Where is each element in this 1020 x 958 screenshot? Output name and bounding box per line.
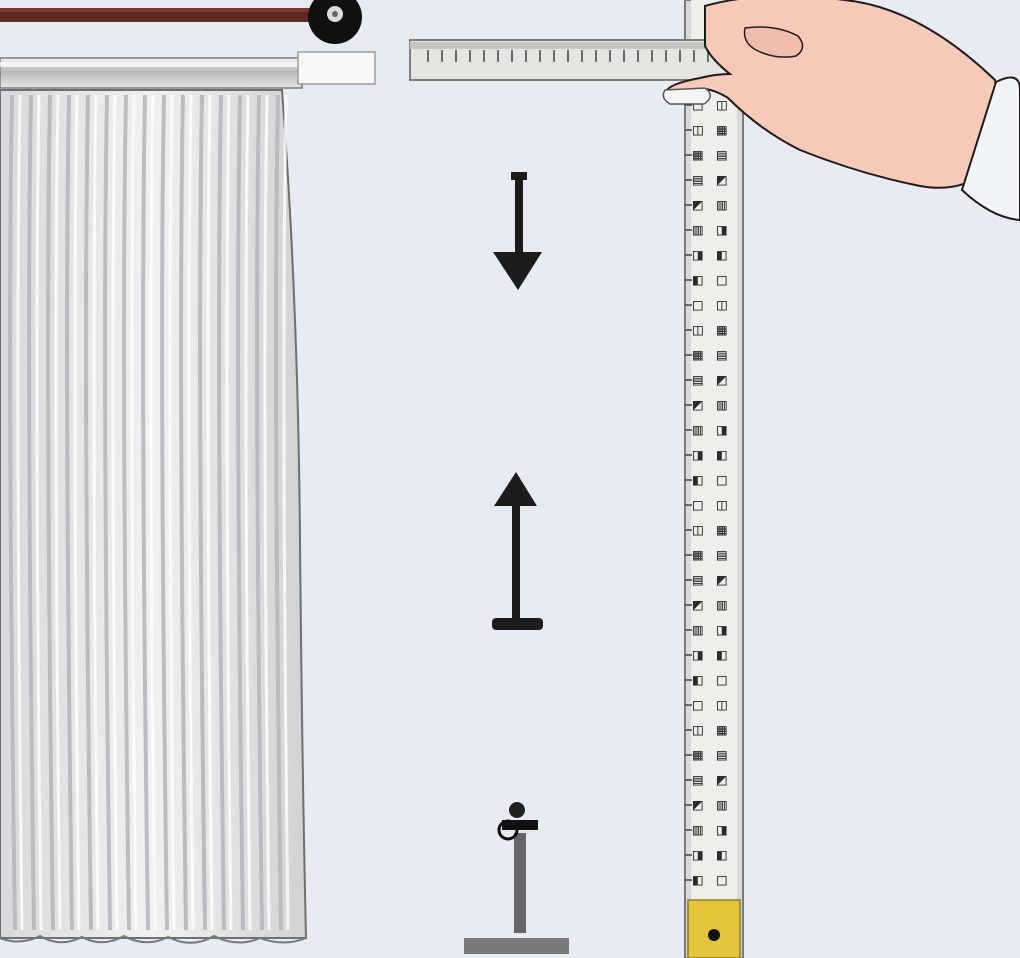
svg-text:◨: ◨ (693, 845, 703, 864)
svg-text:▤: ▤ (693, 770, 703, 789)
curtain-rail (0, 51, 376, 89)
arrow-up-icon (492, 472, 543, 630)
svg-text:▥: ▥ (693, 420, 703, 439)
svg-text:◨: ◨ (693, 445, 703, 464)
curtain-icon (0, 89, 308, 944)
svg-text:◧: ◧ (693, 670, 703, 689)
svg-text:◫: ◫ (693, 520, 703, 539)
svg-text:◫: ◫ (693, 720, 703, 739)
svg-text:▦: ▦ (717, 520, 727, 539)
svg-text:□: □ (717, 670, 727, 689)
svg-text:▤: ▤ (693, 570, 703, 589)
svg-text:◧: ◧ (717, 845, 727, 864)
svg-text:◫: ◫ (693, 320, 703, 339)
arrow-down-icon (493, 172, 542, 290)
svg-text:□: □ (717, 470, 727, 489)
svg-text:◧: ◧ (693, 470, 703, 489)
svg-text:□: □ (717, 870, 727, 889)
svg-text:◧: ◧ (693, 870, 703, 889)
svg-text:▥: ▥ (717, 595, 727, 614)
svg-text:▤: ▤ (693, 170, 703, 189)
svg-text:◩: ◩ (693, 395, 703, 414)
svg-text:◧: ◧ (717, 445, 727, 464)
svg-text:◨: ◨ (717, 220, 727, 239)
curtain-rod-icon (0, 0, 362, 44)
svg-text:▦: ▦ (717, 320, 727, 339)
svg-text:◩: ◩ (717, 370, 727, 389)
svg-text:▦: ▦ (717, 120, 727, 139)
svg-text:◫: ◫ (717, 95, 727, 114)
svg-text:▥: ▥ (693, 620, 703, 639)
ruler-icon: □ ◫ ◫ ▦ ▦ ▤ ▤ ◩ ◩ ▥ ▥ ◨ ◨ ◧ ◧ □ □ ◫ ◫ ▦ ▦ ▤ ▤ ◩ ◩ ▥ ▥ ◨ ◨ ◧ ◧ □ □ ◫ ◫ ▦ ▦ ▤ ▤ ◩… (684, 0, 744, 958)
svg-text:◫: ◫ (693, 120, 703, 139)
svg-text:▤: ▤ (717, 745, 727, 764)
svg-text:◧: ◧ (717, 645, 727, 664)
svg-text:◧: ◧ (717, 245, 727, 264)
svg-text:▤: ▤ (717, 345, 727, 364)
svg-text:◩: ◩ (693, 595, 703, 614)
svg-text:▥: ▥ (693, 220, 703, 239)
stand-icon (464, 802, 569, 954)
svg-text:◩: ◩ (717, 770, 727, 789)
svg-text:▥: ▥ (693, 820, 703, 839)
svg-text:▦: ▦ (693, 545, 703, 564)
svg-text:□: □ (693, 695, 703, 714)
svg-text:◨: ◨ (693, 645, 703, 664)
svg-text:◨: ◨ (717, 420, 727, 439)
svg-text:▥: ▥ (717, 195, 727, 214)
svg-text:◫: ◫ (717, 495, 727, 514)
hand-icon (662, 0, 1020, 222)
svg-text:▦: ▦ (693, 345, 703, 364)
svg-text:◩: ◩ (717, 570, 727, 589)
svg-text:◫: ◫ (717, 695, 727, 714)
svg-text:□: □ (693, 295, 703, 314)
svg-text:▤: ▤ (717, 145, 727, 164)
svg-text:◨: ◨ (693, 245, 703, 264)
svg-text:▥: ▥ (717, 395, 727, 414)
svg-text:▦: ▦ (693, 145, 703, 164)
svg-text:◫: ◫ (717, 295, 727, 314)
svg-text:◧: ◧ (693, 270, 703, 289)
svg-text:▤: ▤ (693, 370, 703, 389)
svg-text:▥: ▥ (717, 795, 727, 814)
svg-text:□: □ (693, 495, 703, 514)
svg-text:▦: ▦ (717, 720, 727, 739)
svg-text:◨: ◨ (717, 820, 727, 839)
svg-text:◩: ◩ (693, 195, 703, 214)
svg-text:▤: ▤ (717, 545, 727, 564)
svg-text:▦: ▦ (693, 745, 703, 764)
svg-text:◩: ◩ (717, 170, 727, 189)
svg-text:◩: ◩ (693, 795, 703, 814)
svg-text:◨: ◨ (717, 620, 727, 639)
svg-text:□: □ (717, 270, 727, 289)
